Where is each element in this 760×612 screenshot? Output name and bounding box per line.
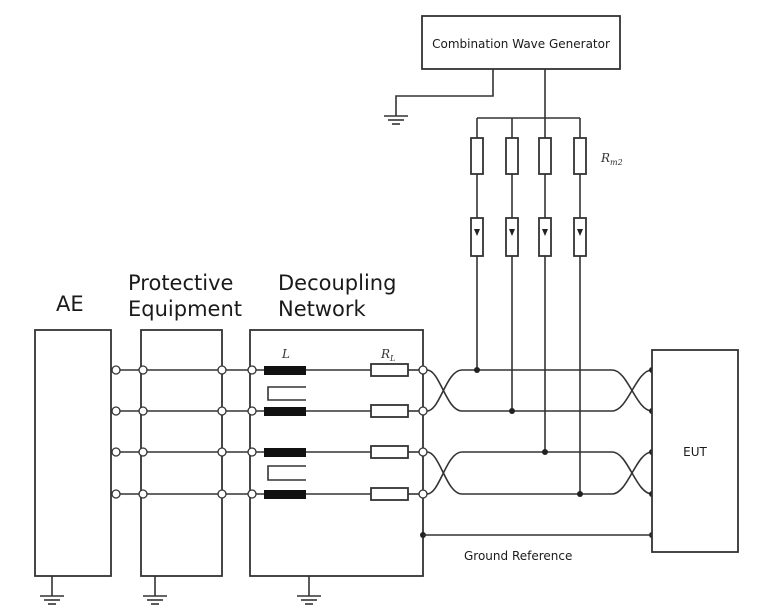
coupling-resistor xyxy=(470,137,484,175)
terminals xyxy=(111,365,428,499)
interconnect-wires xyxy=(111,369,264,495)
eut-box xyxy=(651,349,739,553)
ae-box xyxy=(34,329,112,577)
coupling-element xyxy=(573,217,587,257)
protective-ground-icon xyxy=(143,576,167,605)
protective-label-line1: Protective xyxy=(128,271,233,295)
inductor-label: L xyxy=(281,347,290,361)
decoupling-ground-icon xyxy=(297,576,321,605)
generator-label: Combination Wave Generator xyxy=(432,37,610,51)
eut-label: EUT xyxy=(683,445,707,459)
coupling-branch-3 xyxy=(538,118,552,452)
coupling-resistor xyxy=(538,137,552,175)
twisted-pair-1 xyxy=(426,369,653,412)
coupling-element xyxy=(470,217,484,257)
coupling-resistor xyxy=(573,137,587,175)
decoupling-resistors xyxy=(306,363,423,501)
coupling-branch-1 xyxy=(470,118,484,370)
generator-ground-icon xyxy=(384,69,494,125)
ground-reference-label: Ground Reference xyxy=(464,549,572,563)
ae-label: AE xyxy=(56,292,84,316)
coupling-branch-4 xyxy=(573,118,587,494)
coupling-element xyxy=(505,217,519,257)
inductor-coils xyxy=(264,366,306,499)
twisted-pair-2 xyxy=(426,451,653,495)
coupling-branch-2 xyxy=(505,118,519,410)
ae-ground-icon xyxy=(40,576,64,605)
decoupling-label-line2: Network xyxy=(278,297,367,321)
resistor-label: RL xyxy=(380,347,395,363)
protective-equipment-box xyxy=(140,329,223,577)
coupling-element xyxy=(538,217,552,257)
decoupling-label-line1: Decoupling xyxy=(278,271,396,295)
coupling-resistor xyxy=(505,137,519,175)
r-out-label: Rm2 xyxy=(600,151,623,167)
protective-label-line2: Equipment xyxy=(128,297,242,321)
generator-box xyxy=(421,15,621,70)
